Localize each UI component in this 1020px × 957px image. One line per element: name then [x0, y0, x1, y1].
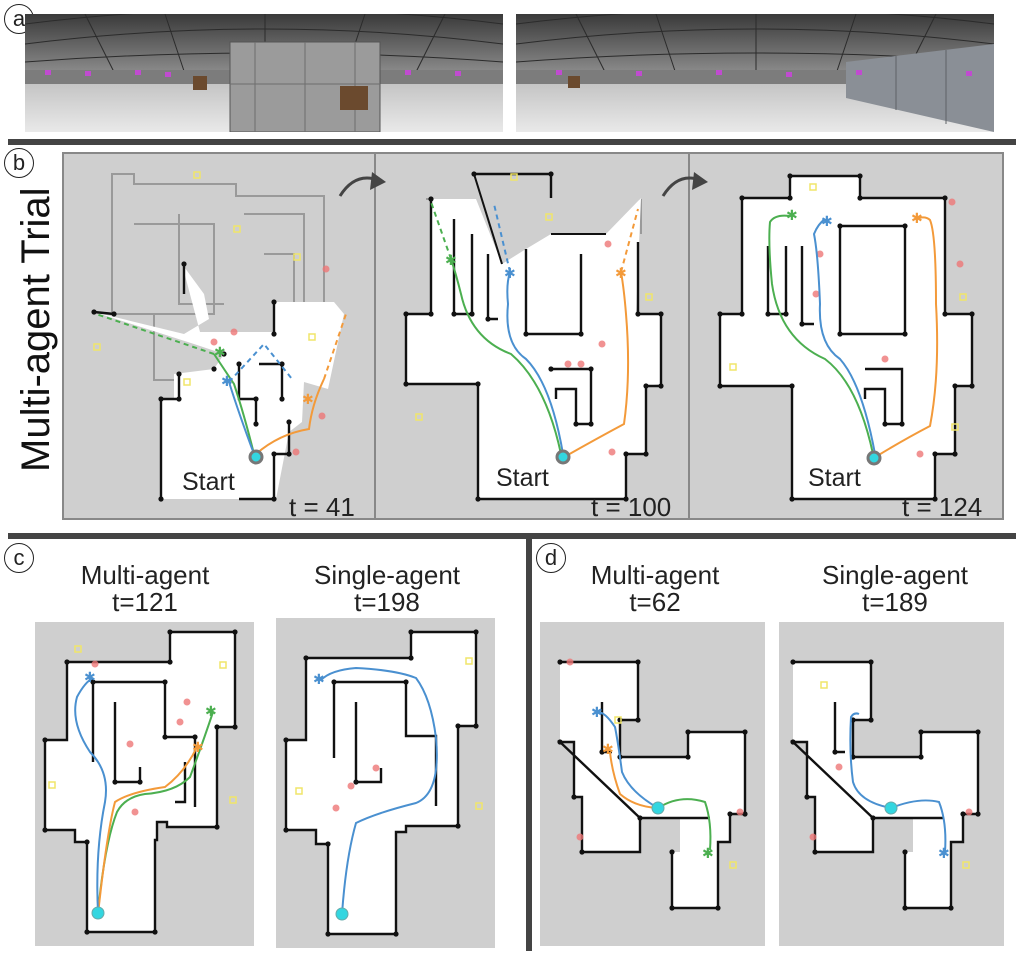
- divider-b-cd: [8, 533, 1016, 539]
- time-label-1: t = 41: [289, 492, 355, 520]
- svg-text:✱: ✱: [821, 214, 833, 230]
- panel-letter-b: b: [4, 148, 34, 178]
- caption-title: Multi-agent: [80, 560, 210, 590]
- time-label-2: t = 100: [591, 492, 672, 520]
- caption-time: t=189: [862, 587, 928, 617]
- map-panel-t124: ✱ ✱ ✱ Start t = 124: [688, 152, 1004, 520]
- map-panel-t100: ✱ ✱ ✱ Start t = 100: [374, 152, 690, 520]
- divider-a-b: [8, 139, 1016, 145]
- caption-time: t=198: [354, 587, 420, 617]
- svg-text:✱: ✱: [445, 253, 457, 269]
- svg-text:✱: ✱: [205, 704, 217, 720]
- panorama-image-right: [516, 14, 994, 132]
- caption-title: Multi-agent: [590, 560, 720, 590]
- panorama-left-graphic: [25, 14, 503, 132]
- map-d-multi: ✱ ✱ ✱: [540, 622, 765, 946]
- caption-title: Single-agent: [822, 560, 968, 590]
- map-t41-graphic: ✱ ✱ ✱: [91, 171, 347, 502]
- row-title-multi-agent-trial: Multi-agent Trial: [14, 187, 58, 472]
- svg-text:✱: ✱: [786, 208, 798, 224]
- svg-text:✱: ✱: [221, 374, 233, 390]
- svg-text:✱: ✱: [938, 846, 950, 862]
- svg-text:✱: ✱: [602, 742, 614, 758]
- map-panel-t41: ✱ ✱ ✱ Start t = 41: [62, 152, 376, 520]
- map-c-multi: ✱ ✱ ✱: [35, 622, 254, 946]
- caption-time: t=62: [629, 587, 681, 617]
- map-c-multi-graphic: ✱ ✱ ✱: [42, 629, 238, 935]
- caption-title: Single-agent: [314, 560, 460, 590]
- caption-d-multi: Multi-agent t=62: [565, 562, 745, 616]
- panorama-image-left: [25, 14, 503, 132]
- svg-text:✱: ✱: [702, 846, 714, 862]
- svg-text:✱: ✱: [192, 740, 204, 756]
- svg-text:✱: ✱: [302, 392, 314, 408]
- start-label: Start: [182, 468, 235, 496]
- panorama-right-graphic: [516, 14, 994, 132]
- start-label: Start: [808, 464, 861, 492]
- panel-letter-c: c: [4, 543, 34, 573]
- svg-text:✱: ✱: [313, 672, 325, 688]
- start-label: Start: [496, 464, 549, 492]
- divider-c-d: [526, 538, 532, 951]
- svg-text:✱: ✱: [504, 266, 516, 282]
- map-c-single-graphic: ✱: [283, 629, 483, 937]
- time-label-3: t = 124: [902, 492, 983, 520]
- map-c-single: ✱: [276, 618, 495, 948]
- svg-text:✱: ✱: [84, 670, 96, 686]
- svg-text:✱: ✱: [911, 211, 923, 227]
- caption-c-multi: Multi-agent t=121: [40, 562, 250, 616]
- caption-d-single: Single-agent t=189: [795, 562, 995, 616]
- svg-text:✱: ✱: [591, 705, 603, 721]
- map-d-multi-graphic: ✱ ✱ ✱: [556, 658, 748, 911]
- svg-text:✱: ✱: [214, 345, 226, 361]
- svg-text:✱: ✱: [615, 266, 627, 282]
- caption-c-single: Single-agent t=198: [272, 562, 502, 616]
- map-d-single-graphic: ✱: [789, 659, 981, 911]
- map-d-single: ✱: [779, 622, 1004, 946]
- panel-letter-d: d: [536, 543, 566, 573]
- map-t100-graphic: ✱ ✱ ✱: [403, 171, 664, 502]
- map-t124-graphic: ✱ ✱ ✱: [717, 173, 975, 502]
- caption-time: t=121: [112, 587, 178, 617]
